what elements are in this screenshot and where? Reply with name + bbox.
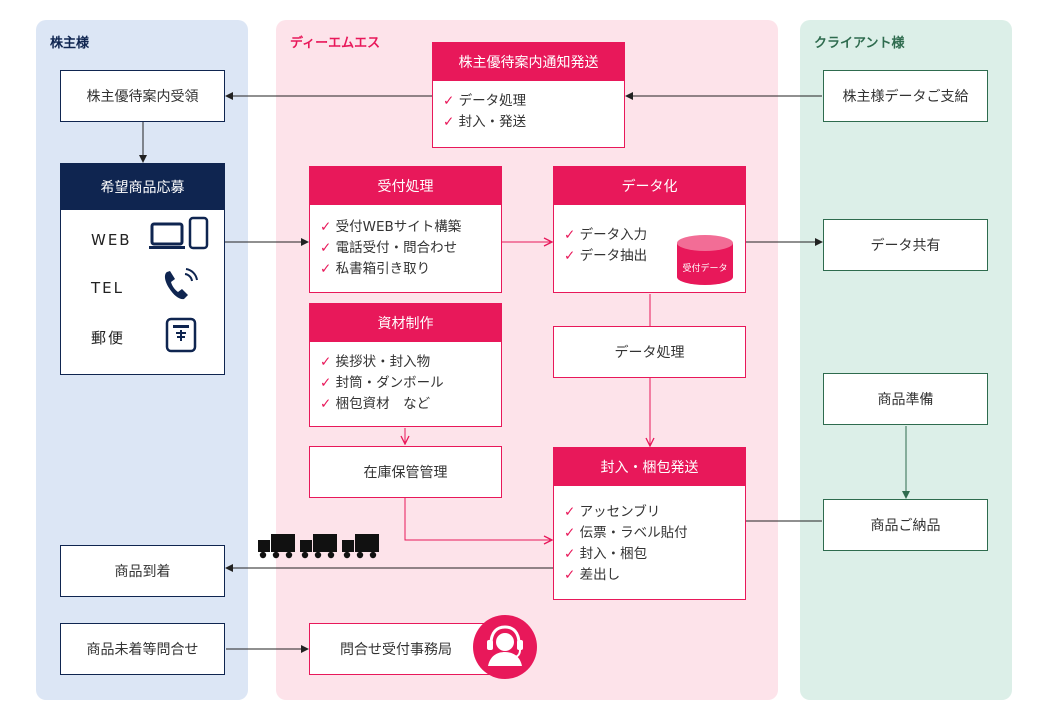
channel-tel-label: TEL [91,279,124,297]
notice-header: 株主優待案内通知発送 [433,43,624,81]
database-icon [677,235,733,285]
arrival-box: 商品到着 [60,545,225,597]
list-item: 電話受付・問合わせ [320,238,501,259]
laptop-icon [149,222,185,249]
data-processing-box: データ処理 [553,326,746,378]
list-item: 私書箱引き取り [320,259,501,280]
helpdesk-box: 問合せ受付事務局 [309,623,502,675]
list-item: 梱包資材 など [320,394,501,415]
shipping-box: 封入・梱包発送 アッセンブリ 伝票・ラベル貼付 封入・梱包 差出し [553,447,746,600]
list-item: アッセンブリ [564,502,745,523]
notice-box: 株主優待案内通知発送 データ処理 封入・発送 [432,42,625,148]
truck-icon [300,534,337,559]
shipping-header: 封入・梱包発送 [554,448,745,486]
reception-header: 受付処理 [310,167,501,205]
receive-notice-box: 株主優待案内受領 [60,70,225,122]
database-label: 受付データ [682,264,728,274]
operator-headset-icon [473,615,537,679]
list-item: データ入力 [564,225,745,246]
helpdesk-label: 問合せ受付事務局 [340,642,452,658]
deliver-goods-label: 商品ご納品 [870,518,941,534]
smartphone-icon [188,216,209,250]
inventory-box: 在庫保管管理 [309,446,502,498]
datafy-header: データ化 [554,167,745,205]
share-data-box: データ共有 [823,219,988,271]
materials-box: 資材制作 挨拶状・封入物 封筒・ダンボール 梱包資材 など [309,303,502,427]
phone-icon [164,268,198,300]
shareholder-lane-title: 株主様 [50,36,90,51]
reception-list: 受付WEBサイト構築 電話受付・問合わせ 私書箱引き取り [310,205,501,280]
prepare-goods-box: 商品準備 [823,373,988,425]
truck-icon [342,534,379,559]
list-item: 挨拶状・封入物 [320,352,501,373]
materials-header: 資材制作 [310,304,501,342]
shipping-list: アッセンブリ 伝票・ラベル貼付 封入・梱包 差出し [554,486,745,586]
list-item: 差出し [564,565,745,586]
list-item: 封筒・ダンボール [320,373,501,394]
share-data-label: データ共有 [870,238,941,254]
provide-data-box: 株主様データご支給 [823,70,988,122]
reception-box: 受付処理 受付WEBサイト構築 電話受付・問合わせ 私書箱引き取り [309,166,502,293]
deliver-goods-box: 商品ご納品 [823,499,988,551]
truck-icon [258,534,295,559]
materials-list: 挨拶状・封入物 封筒・ダンボール 梱包資材 など [310,342,501,415]
arrival-label: 商品到着 [114,564,171,580]
notice-list: データ処理 封入・発送 [433,81,624,133]
apply-header: 希望商品応募 [61,164,224,210]
apply-box: 希望商品応募 WEB TEL 郵便 [60,163,225,375]
channel-web-label: WEB [91,231,132,249]
channel-post-label: 郵便 [91,329,126,347]
list-item: 受付WEBサイト構築 [320,217,501,238]
list-item: データ処理 [443,91,624,112]
datafy-list: データ入力 データ抽出 [554,205,745,267]
client-lane-title: クライアント様 [814,36,905,51]
provide-data-label: 株主様データご支給 [842,89,969,105]
prepare-goods-label: 商品準備 [877,392,934,408]
data-processing-label: データ処理 [614,345,685,361]
list-item: 封入・梱包 [564,544,745,565]
dms-lane-title: ディーエムエス [290,36,381,51]
receive-notice-label: 株主優待案内受領 [86,89,199,105]
inquiry-box: 商品未着等問合せ [60,623,225,675]
inventory-label: 在庫保管管理 [363,465,448,481]
list-item: データ抽出 [564,246,745,267]
postbox-icon [165,317,197,353]
list-item: 伝票・ラベル貼付 [564,523,745,544]
list-item: 封入・発送 [443,112,624,133]
client-lane [800,20,1012,700]
inquiry-label: 商品未着等問合せ [86,642,199,658]
arrow-inventory-to-shipping [404,498,552,540]
datafy-box: データ化 データ入力 データ抽出 受付データ [553,166,746,293]
